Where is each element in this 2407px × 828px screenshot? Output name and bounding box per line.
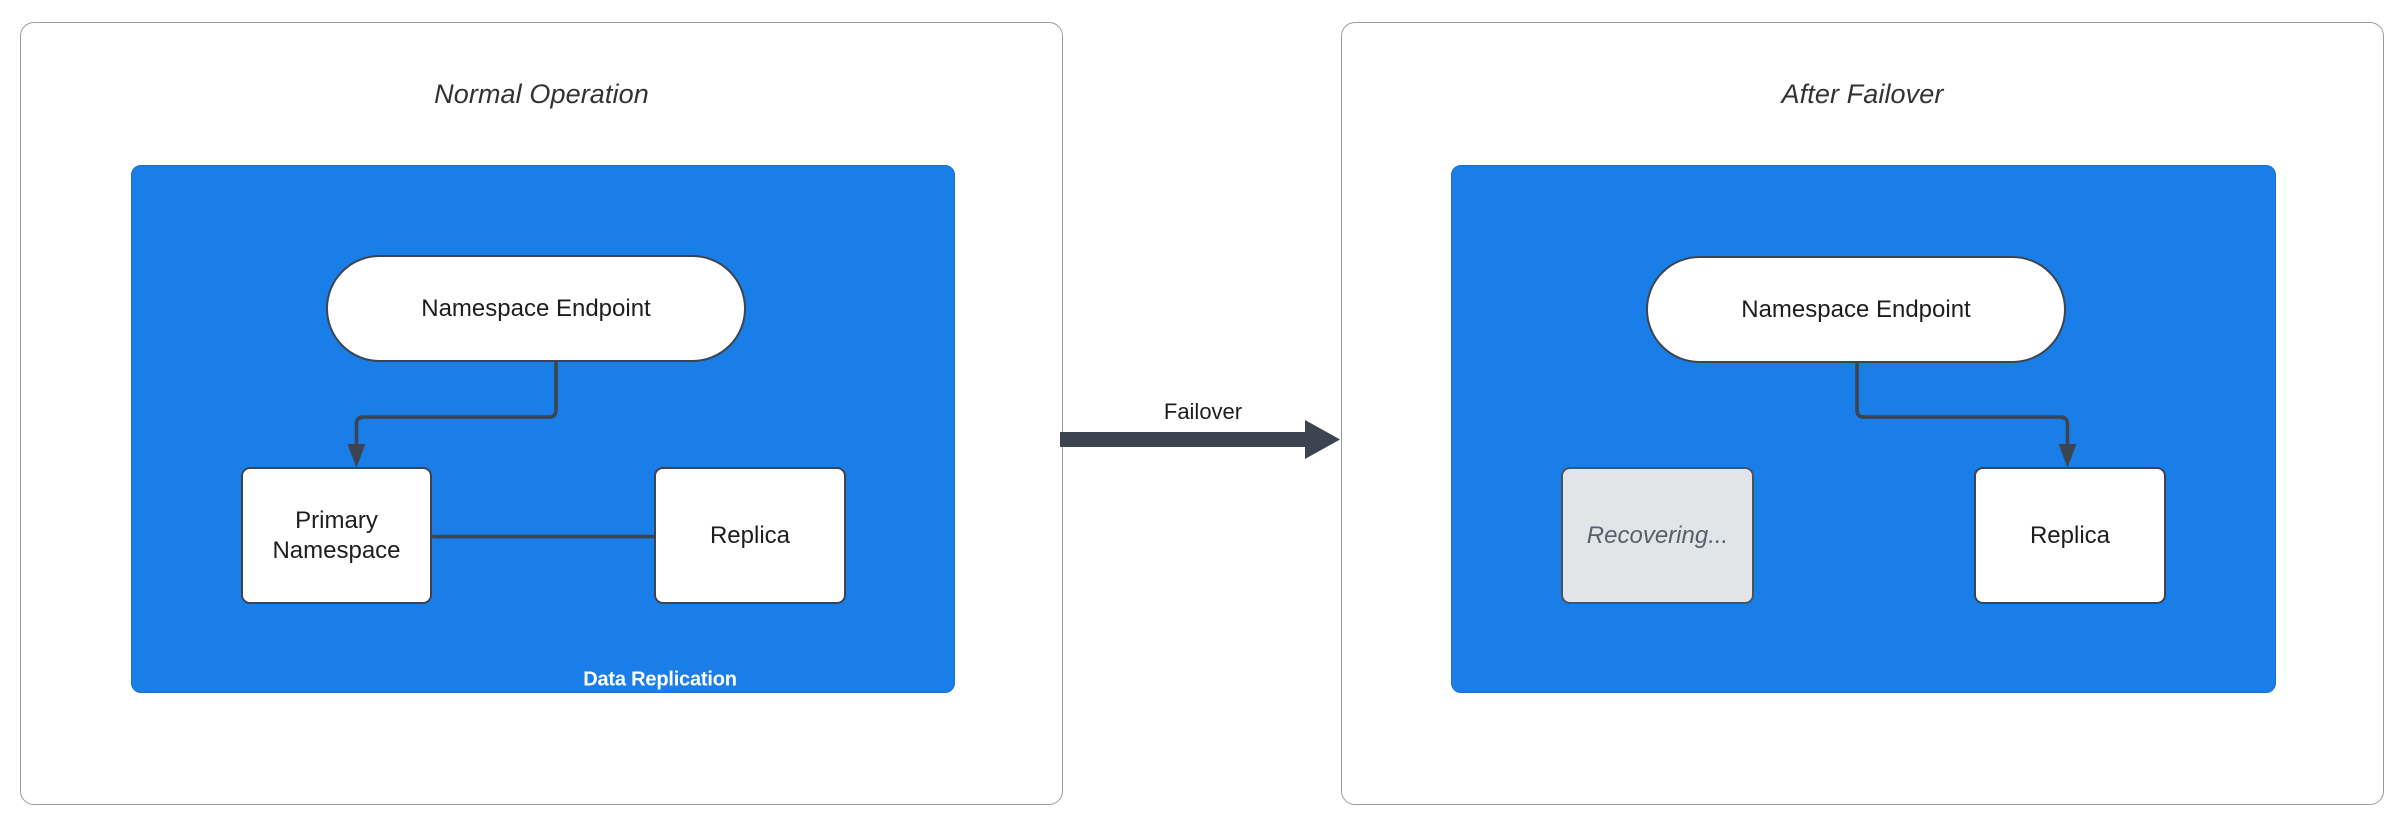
node-recovering[interactable]: Recovering... bbox=[1561, 467, 1754, 604]
node-label-line2: Namespace bbox=[272, 536, 401, 564]
failover-label: Failover bbox=[1163, 399, 1243, 424]
node-label: Replica bbox=[2029, 521, 2111, 549]
node-label-line1: Primary bbox=[295, 507, 378, 535]
node-label: Primary Namespace bbox=[272, 506, 400, 565]
panel-normal-operation: Normal Operation Data Replication Namesp… bbox=[20, 22, 1063, 805]
panel-title-after-failover: After Failover bbox=[1781, 79, 1944, 109]
region-blue-normal-operation: Data Replication bbox=[131, 165, 955, 693]
node-label: Namespace Endpoint bbox=[421, 294, 651, 322]
region-blue-after-failover bbox=[1451, 165, 2276, 693]
arrowhead-endpoint-to-replica bbox=[2058, 443, 2077, 468]
node-replica-normal[interactable]: Replica bbox=[654, 467, 846, 604]
arrowhead-endpoint-to-primary bbox=[347, 443, 366, 468]
failover-arrowhead bbox=[1305, 420, 1340, 459]
edge-endpoint-to-primary bbox=[354, 362, 558, 450]
node-label: Namespace Endpoint bbox=[1741, 295, 1971, 323]
edge-layer-after-failover bbox=[1855, 363, 2077, 468]
edge-label-data-replication: Data Replication bbox=[583, 668, 737, 691]
node-primary-namespace[interactable]: Primary Namespace bbox=[241, 467, 432, 604]
node-label: Recovering... bbox=[1586, 521, 1729, 549]
panel-after-failover: After Failover Namespace Endpoint Recove… bbox=[1341, 22, 2384, 805]
panel-title-normal-operation: Normal Operation bbox=[434, 79, 649, 109]
failover-arrow-shaft bbox=[1060, 432, 1312, 447]
node-label: Replica bbox=[709, 521, 791, 549]
node-namespace-endpoint-normal[interactable]: Namespace Endpoint bbox=[326, 255, 746, 362]
edge-layer-normal-operation bbox=[347, 362, 754, 547]
node-namespace-endpoint-failover[interactable]: Namespace Endpoint bbox=[1646, 256, 2066, 363]
edge-endpoint-to-replica bbox=[1855, 363, 2070, 450]
node-replica-failover[interactable]: Replica bbox=[1974, 467, 2166, 604]
